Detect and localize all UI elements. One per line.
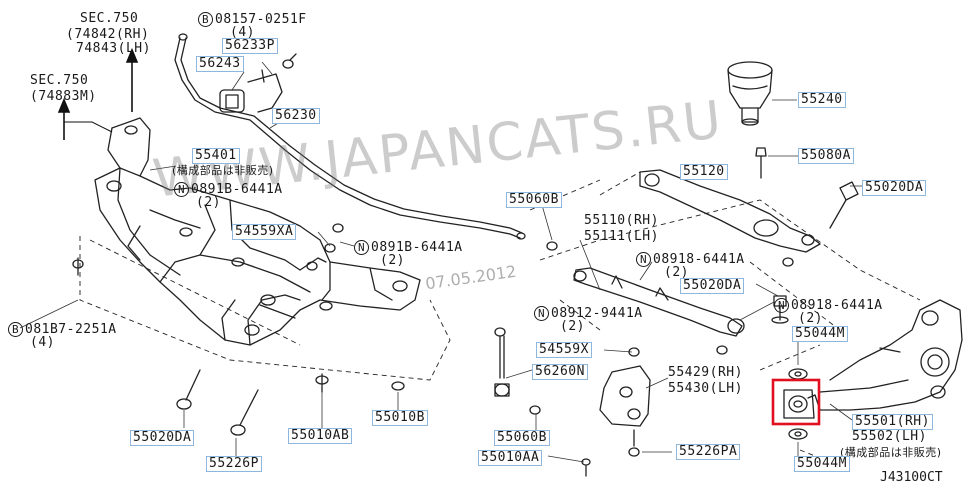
bracket-drawing bbox=[581, 365, 651, 477]
upper-link-drawing bbox=[639, 169, 859, 253]
label-55010ab[interactable]: 55010AB bbox=[288, 428, 353, 444]
highlight-box bbox=[771, 378, 821, 426]
label-55111[interactable]: 55111(LH) bbox=[584, 229, 659, 244]
label-nut-top-qty: (2) bbox=[196, 195, 221, 210]
label-55060b-bot[interactable]: 55060B bbox=[494, 430, 550, 446]
nut-prefix-icon: N bbox=[636, 252, 651, 267]
label-55240[interactable]: 55240 bbox=[798, 92, 846, 108]
label-56260n[interactable]: 56260N bbox=[532, 364, 588, 380]
label-55020da-right[interactable]: 55020DA bbox=[862, 180, 927, 196]
label-55010b[interactable]: 55010B bbox=[372, 410, 428, 426]
label-55020da-mid[interactable]: 55020DA bbox=[680, 278, 745, 294]
axle-housing-drawing bbox=[807, 299, 963, 411]
label-56233p[interactable]: 56233P bbox=[222, 38, 278, 54]
label-sec750-b[interactable]: SEC.750 bbox=[30, 73, 89, 88]
label-55226p[interactable]: 55226P bbox=[206, 456, 262, 472]
label-55430[interactable]: 55430(LH) bbox=[668, 381, 743, 396]
subframe-drawing bbox=[94, 117, 421, 346]
label-55110[interactable]: 55110(RH) bbox=[584, 213, 659, 228]
label-55020da-bot[interactable]: 55020DA bbox=[130, 430, 195, 446]
label-55010aa[interactable]: 55010AA bbox=[478, 450, 543, 466]
label-55080a[interactable]: 55080A bbox=[798, 148, 854, 164]
label-nut-mid-qty: (2) bbox=[380, 253, 405, 268]
label-nut-right-qty: (2) bbox=[664, 265, 689, 280]
label-nut-far-qty: (2) bbox=[798, 311, 823, 326]
label-bolt-top-qty: (4) bbox=[230, 25, 255, 40]
label-55501[interactable]: 55501(RH) bbox=[852, 414, 933, 430]
label-sec750-a[interactable]: SEC.750 bbox=[80, 11, 139, 26]
label-sec750-b-sub: (74883M) bbox=[30, 89, 97, 104]
bump-stop-drawing bbox=[727, 61, 773, 179]
label-55502[interactable]: 55502(LH) bbox=[852, 429, 927, 444]
label-55120[interactable]: 55120 bbox=[680, 164, 728, 180]
nut-prefix-icon: N bbox=[354, 240, 369, 255]
label-55401-note: (構成部品は非販売) bbox=[172, 164, 274, 177]
drawing-code: J43100CT bbox=[880, 470, 943, 485]
label-54559x[interactable]: 54559X bbox=[536, 342, 592, 358]
label-55044m-bot[interactable]: 55044M bbox=[794, 456, 850, 472]
label-sec750-a-lh: 74843(LH) bbox=[76, 41, 151, 56]
label-bolt-left-qty: (4) bbox=[30, 335, 55, 350]
label-55044m-top[interactable]: 55044M bbox=[792, 326, 848, 342]
bushing-drawing bbox=[783, 368, 815, 440]
label-nut-low-qty: (2) bbox=[560, 319, 585, 334]
bolt-prefix-icon: B bbox=[8, 322, 23, 337]
label-55226pa[interactable]: 55226PA bbox=[676, 444, 741, 460]
nut-prefix-icon: N bbox=[774, 298, 789, 313]
lower-bolts-drawing bbox=[72, 223, 794, 436]
bolt-prefix-icon: B bbox=[198, 12, 213, 27]
label-55429[interactable]: 55429(RH) bbox=[668, 365, 743, 380]
label-56230[interactable]: 56230 bbox=[272, 108, 320, 124]
label-56243[interactable]: 56243 bbox=[196, 56, 244, 72]
label-sec750-a-rh: (74842(RH) bbox=[66, 27, 150, 42]
stabilizer-link-drawing bbox=[494, 327, 640, 415]
label-55060b-top[interactable]: 55060B bbox=[506, 192, 562, 208]
label-55501-note: (構成部品は非販売) bbox=[840, 446, 942, 459]
nut-prefix-icon: N bbox=[534, 306, 549, 321]
label-55401[interactable]: 55401 bbox=[192, 148, 240, 164]
nut-prefix-icon: N bbox=[174, 182, 189, 197]
label-54559xa[interactable]: 54559XA bbox=[232, 224, 297, 240]
